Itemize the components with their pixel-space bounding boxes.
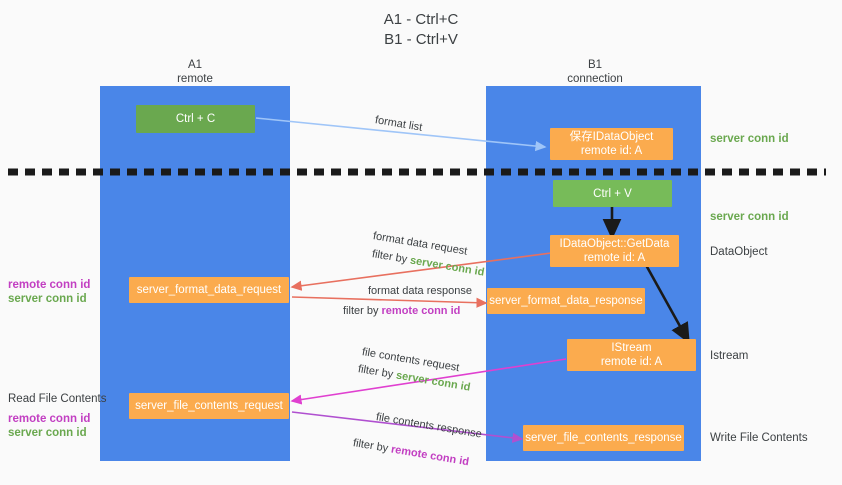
annotation-server-conn-id-1: server conn id	[8, 293, 87, 305]
annotation-server-conn-id-mid: server conn id	[710, 211, 789, 223]
annotation-remote-conn-id-2: remote conn id	[8, 413, 91, 425]
node-format-data-request[interactable]: server_format_data_request	[129, 277, 289, 303]
node-istream[interactable]: IStream remote id: A	[567, 339, 696, 371]
node-ctrl-c[interactable]: Ctrl + C	[136, 105, 255, 133]
edge-label-format-list-text: format list	[374, 114, 424, 134]
node-file-contents-request[interactable]: server_file_contents_request	[129, 393, 289, 419]
node-file-contents-response[interactable]: server_file_contents_response	[523, 425, 684, 451]
node-save-dataobject-line2: remote id: A	[580, 145, 643, 157]
filter-value-server-conn-id: server conn id	[395, 369, 472, 394]
node-getdata[interactable]: IDataObject::GetData remote id: A	[550, 235, 679, 267]
node-file-contents-response-label: server_file_contents_response	[525, 432, 682, 444]
annotation-dataobject: DataObject	[710, 246, 768, 258]
annotation-read-file-contents: Read File Contents	[8, 393, 107, 405]
annotation-server-conn-id-2: server conn id	[8, 427, 87, 439]
edge-label-file-contents-response-text: file contents response	[375, 411, 483, 441]
node-format-data-response-label: server_format_data_response	[489, 295, 643, 307]
edge-label-file-contents-response: file contents response	[375, 410, 483, 442]
annotation-server-conn-id-top: server conn id	[710, 133, 789, 145]
edge-label-format-data-response: format data response	[368, 284, 472, 299]
node-format-data-request-label: server_format_data_request	[136, 284, 282, 296]
filter-prefix: filter by	[371, 248, 412, 267]
page-title: A1 - Ctrl+C B1 - Ctrl+V	[383, 11, 459, 48]
annotation-istream: Istream	[710, 350, 749, 362]
filter-prefix: filter by	[352, 437, 393, 456]
filter-value-server-conn-id: server conn id	[409, 254, 486, 279]
column-header-b1: B1 connection	[530, 58, 660, 86]
annotation-remote-conn-id-1: remote conn id	[8, 279, 91, 291]
filter-value-remote-conn-id: remote conn id	[390, 443, 470, 469]
edge-label-format-data-response-filter: filter by remote conn id	[343, 304, 460, 319]
node-file-contents-request-label: server_file_contents_request	[135, 400, 283, 412]
edge-label-format-list: format list	[374, 113, 424, 136]
node-getdata-line2: remote id: A	[583, 252, 646, 264]
node-save-dataobject[interactable]: 保存IDataObject remote id: A	[550, 128, 673, 160]
filter-prefix: filter by	[357, 363, 398, 382]
column-header-a1-sub: remote	[177, 73, 213, 85]
node-istream-line2: remote id: A	[600, 356, 663, 368]
node-ctrl-v[interactable]: Ctrl + V	[553, 180, 672, 207]
annotation-write-file-contents: Write File Contents	[710, 432, 808, 444]
edge-label-file-contents-response-filter: filter by remote conn id	[352, 436, 470, 470]
edge-label-format-data-response-text: format data response	[368, 285, 472, 297]
column-header-b1-sub: connection	[567, 73, 623, 85]
node-getdata-line1: IDataObject::GetData	[559, 238, 670, 250]
column-header-b1-name: B1	[587, 59, 603, 71]
node-format-data-response[interactable]: server_format_data_response	[487, 288, 645, 314]
node-ctrl-c-label: Ctrl + C	[175, 113, 216, 125]
filter-prefix: filter by	[343, 305, 382, 317]
node-ctrl-v-label: Ctrl + V	[593, 187, 632, 200]
column-header-a1-name: A1	[187, 59, 203, 71]
column-header-a1: A1 remote	[130, 58, 260, 86]
node-save-dataobject-line1: 保存IDataObject	[569, 131, 654, 143]
node-istream-line1: IStream	[611, 342, 652, 354]
filter-value-remote-conn-id: remote conn id	[381, 305, 461, 317]
